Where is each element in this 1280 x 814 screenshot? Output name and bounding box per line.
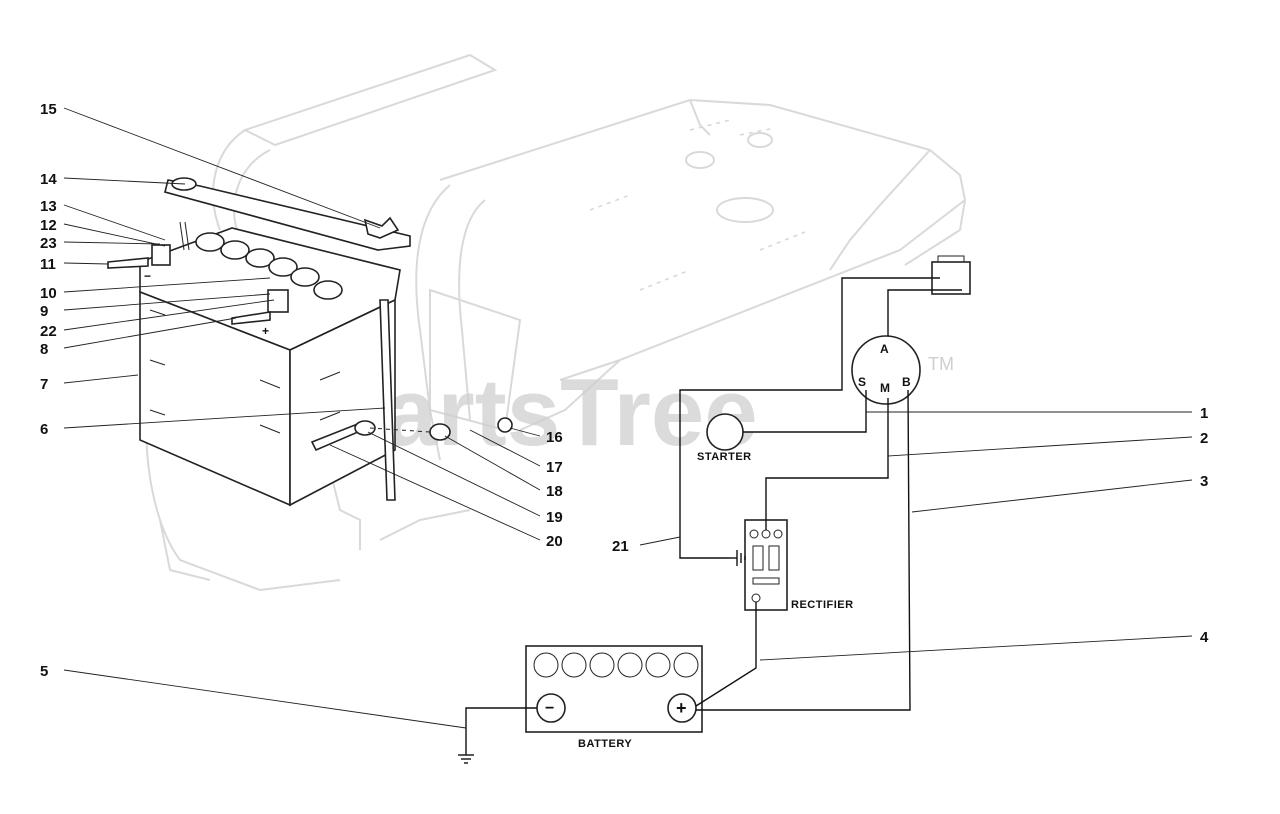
callout-23: 23 <box>40 235 57 252</box>
wiring <box>465 277 962 748</box>
battery-side <box>289 298 396 507</box>
ammeter-gauge: A S M B <box>851 335 921 405</box>
battery-label: BATTERY <box>578 738 632 750</box>
callout-20: 20 <box>546 533 563 550</box>
callout-12: 12 <box>40 217 57 234</box>
gauge-label-b: B <box>902 375 911 389</box>
ground-symbol-battery <box>458 748 474 764</box>
callout-13: 13 <box>40 198 57 215</box>
svg-text:−: − <box>545 700 554 717</box>
svg-text:+: + <box>262 324 269 338</box>
svg-text:+: + <box>676 698 687 718</box>
callout-21: 21 <box>612 538 629 555</box>
callout-9: 9 <box>40 303 48 320</box>
callout-18: 18 <box>546 483 563 500</box>
rectifier-label: RECTIFIER <box>791 599 854 611</box>
watermark-trademark: TM <box>928 354 954 374</box>
hold-down-bar <box>164 179 411 251</box>
ground-symbol-rectifier <box>730 550 746 566</box>
callout-16: 16 <box>546 429 563 446</box>
callout-3: 3 <box>1200 473 1208 490</box>
callout-8: 8 <box>40 341 48 358</box>
schematic-battery: − + BATTERY <box>525 645 703 750</box>
wire-connector <box>931 255 971 295</box>
callout-1: 1 <box>1200 405 1208 422</box>
callout-17: 17 <box>546 459 563 476</box>
callout-2: 2 <box>1200 430 1208 447</box>
leaders-left <box>63 107 541 541</box>
starter-label: STARTER <box>697 451 752 463</box>
positive-terminal-clamp <box>267 289 289 313</box>
callout-5: 5 <box>40 663 48 680</box>
callout-10: 10 <box>40 285 57 302</box>
callout-14: 14 <box>40 171 57 188</box>
starter: STARTER <box>697 413 752 463</box>
callouts: 1 2 3 4 5 6 7 8 9 10 11 12 13 14 15 16 1… <box>40 101 1209 680</box>
wing-nut <box>363 216 400 239</box>
leaders-right <box>63 411 1193 729</box>
callout-22: 22 <box>40 323 57 340</box>
battery-positive-terminal <box>667 693 697 723</box>
negative-terminal-clamp <box>151 244 171 266</box>
callout-19: 19 <box>546 509 563 526</box>
callout-11: 11 <box>40 256 56 273</box>
rectifier: RECTIFIER <box>744 519 854 611</box>
callout-4: 4 <box>1200 629 1209 646</box>
callout-15: 15 <box>40 101 57 118</box>
gauge-label-a: A <box>880 342 889 356</box>
svg-text:−: − <box>144 269 151 283</box>
battery-assembly: − + <box>107 177 513 507</box>
callout-7: 7 <box>40 376 48 393</box>
gauge-label-m: M <box>880 381 890 395</box>
hold-down-rod <box>379 299 396 501</box>
callout-6: 6 <box>40 421 48 438</box>
gauge-label-s: S <box>858 375 866 389</box>
